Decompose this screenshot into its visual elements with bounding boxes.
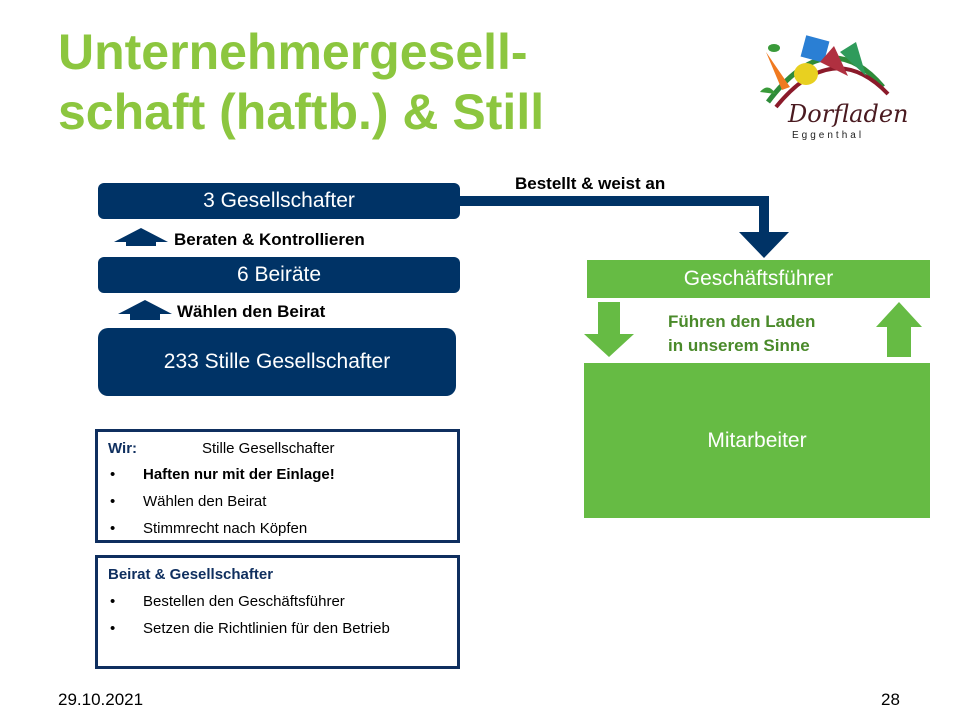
gesellschafter-box: 3 Gesellschafter xyxy=(98,183,460,219)
bullet-icon: • xyxy=(110,493,116,510)
wir-item-1: Haften nur mit der Einlage! xyxy=(143,466,335,483)
mid-label-line-2: in unserem Sinne xyxy=(668,336,810,355)
gesellschafter-label: 3 Gesellschafter xyxy=(203,189,355,212)
bullet-icon: • xyxy=(110,593,116,610)
title-line-1: Unternehmergesell- xyxy=(58,24,528,80)
beirat-item-1: Bestellen den Geschäftsführer xyxy=(143,593,345,610)
mid-label: Führen den Laden in unserem Sinne xyxy=(668,310,815,358)
bullet-icon: • xyxy=(110,620,116,637)
arrow-2-label: Wählen den Beirat xyxy=(177,302,326,321)
bullet-icon: • xyxy=(110,520,116,537)
beirat-info-box: Beirat & Gesellschafter • Bestellen den … xyxy=(95,555,460,669)
stille-gesellschafter-label: 233 Stille Gesellschafter xyxy=(163,350,391,373)
down-arrow-navy-icon xyxy=(739,232,789,258)
bullet-icon: • xyxy=(110,466,116,483)
mid-label-line-1: Führen den Laden xyxy=(668,312,816,331)
up-arrow-1-icon xyxy=(114,228,168,246)
logo-subtitle: Eggenthal xyxy=(792,130,864,141)
wir-heading: Wir: xyxy=(108,440,138,457)
connector-label: Bestellt & weist an xyxy=(515,174,666,193)
arrow-1-label: Beraten & Kontrollieren xyxy=(174,230,365,249)
wir-info-box: Wir: Stille Gesellschafter • Haften nur … xyxy=(95,429,460,543)
beiraete-label: 6 Beiräte xyxy=(236,263,322,286)
geschaeftsfuehrer-label: Geschäftsführer xyxy=(683,267,834,290)
up-arrow-2-icon xyxy=(118,300,172,320)
mitarbeiter-label: Mitarbeiter xyxy=(707,428,807,452)
slide-title: Unternehmergesell- schaft (haftb.) & Sti… xyxy=(58,22,698,142)
up-arrow-green-icon xyxy=(876,302,922,357)
beirat-heading: Beirat & Gesellschafter xyxy=(108,566,274,583)
beirat-item-2: Setzen die Richtlinien für den Betrieb xyxy=(143,620,390,637)
footer-page-number: 28 xyxy=(881,690,900,709)
down-arrow-green-icon xyxy=(584,302,634,357)
logo-name: Dorfladen xyxy=(787,100,908,128)
connector-line xyxy=(460,196,769,232)
beiraete-box: 6 Beiräte xyxy=(98,257,460,293)
mitarbeiter-box: Mitarbeiter xyxy=(584,363,930,518)
stille-gesellschafter-box: 233 Stille Gesellschafter xyxy=(98,328,456,396)
dorfladen-logo: Dorfladen Eggenthal xyxy=(760,35,908,141)
title-line-2: schaft (haftb.) & Still xyxy=(58,84,545,140)
footer-date: 29.10.2021 xyxy=(58,690,144,709)
wir-item-3: Stimmrecht nach Köpfen xyxy=(143,520,308,537)
geschaeftsfuehrer-box: Geschäftsführer xyxy=(587,260,930,298)
wir-item-2: Wählen den Beirat xyxy=(143,493,267,510)
wir-heading-value: Stille Gesellschafter xyxy=(202,440,335,457)
